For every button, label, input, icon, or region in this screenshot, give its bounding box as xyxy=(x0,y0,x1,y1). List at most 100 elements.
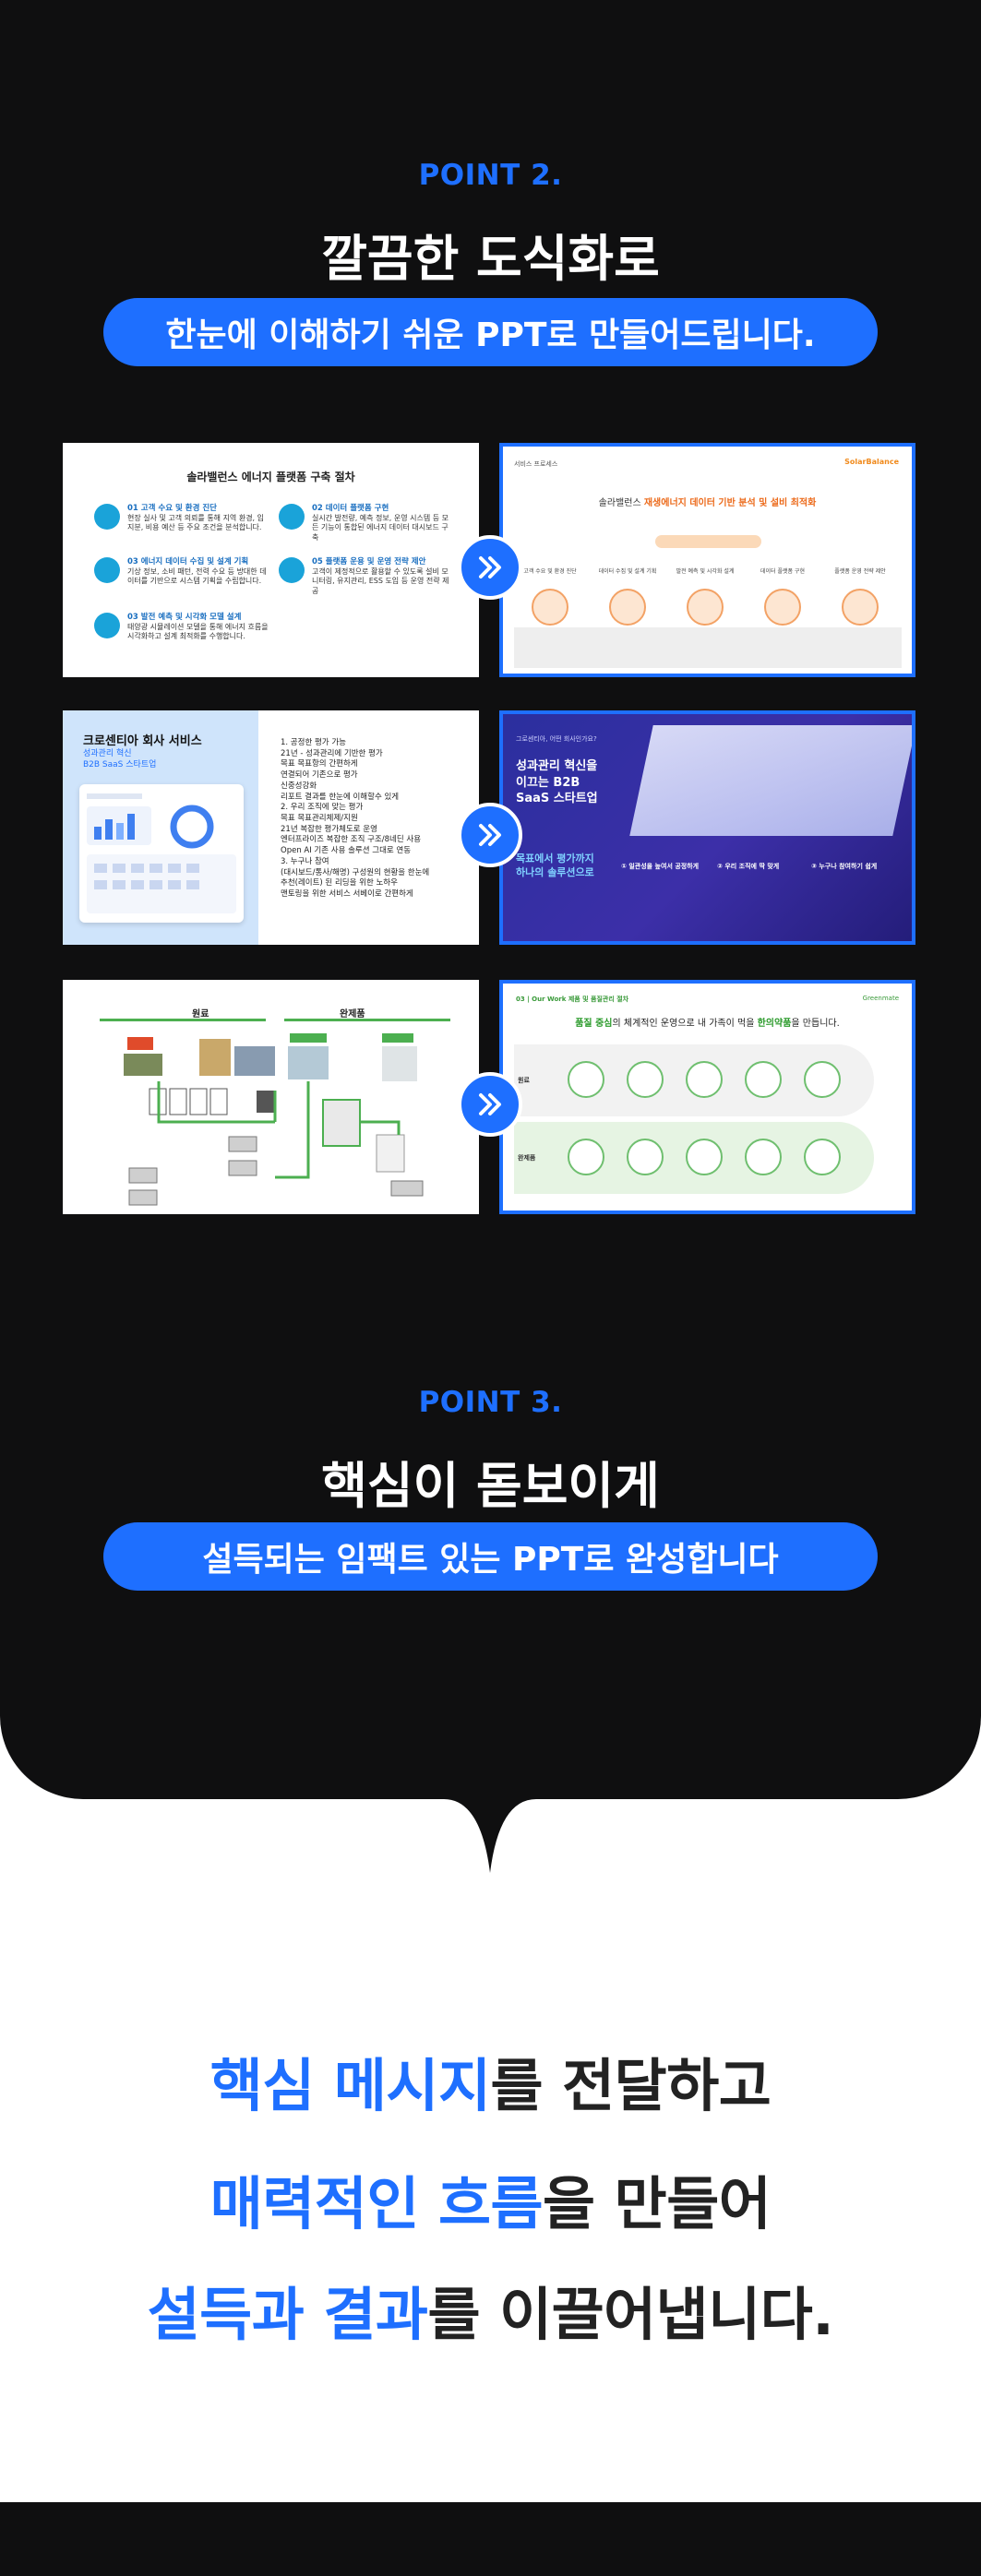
subtitle-line: 성과관리 혁신 xyxy=(83,749,132,758)
column-header: 완제품 xyxy=(340,1009,365,1020)
list-item: 21년 복잡한 평가체도로 운영 xyxy=(281,824,377,834)
header-line xyxy=(100,1019,266,1021)
list-item: 21년 - 성과관리에 기반한 평가 xyxy=(281,748,383,758)
column-icon xyxy=(687,589,724,626)
column-label: 발전 예측 및 시각화 설계 xyxy=(676,568,735,575)
band-label: 완제품 xyxy=(518,1154,536,1162)
step-icon xyxy=(804,1061,841,1098)
step-body: 기상 정보, 소비 패턴, 전력 수요 등 방대한 데이터를 기반으로 시스템 … xyxy=(127,567,267,586)
list-item: 연결되어 기존으로 평가 xyxy=(281,770,358,781)
closing-line-1: 핵심 메시지를 전달하고 xyxy=(0,2039,981,2122)
step-title: 03 에너지 데이터 수집 및 설계 기획 xyxy=(127,557,249,566)
step-body: 현장 실사 및 고객 의뢰를 통해 지역 환경, 입지분, 비용 예산 등 주요… xyxy=(127,514,265,532)
list-item: 3. 누구나 참여 xyxy=(281,856,329,866)
point3-label: POINT 3. xyxy=(418,1386,563,1419)
step-icon xyxy=(279,504,305,530)
double-chevron-right-icon xyxy=(458,803,522,867)
list-item: (대시보드/통사/해명) 구성원의 현황을 한눈에 xyxy=(281,867,430,877)
title-highlight: 한의약품 xyxy=(757,1019,792,1029)
step-icon xyxy=(804,1139,841,1175)
step-title: 01 고객 수요 및 환경 진단 xyxy=(127,504,218,513)
closing-highlight: 핵심 메시지 xyxy=(209,2052,491,2119)
feature-column: ③ 누구나 참여하기 쉽게 xyxy=(811,863,878,870)
step-title: 05 플랫폼 운용 및 운영 전략 제안 xyxy=(312,557,426,566)
step-body: 태양광 시뮬레이션 모델을 통해 에너지 흐름을 시각화하고 설계 최적화를 수… xyxy=(127,623,269,641)
subtitle-line: B2B SaaS 스타트업 xyxy=(83,759,157,769)
step-icon xyxy=(627,1139,664,1175)
header-line xyxy=(284,1019,450,1021)
list-item: 1. 공정한 평가 가능 xyxy=(281,738,346,747)
slide-after-3: 03 | Our Work 제품 및 품질관리 절차 Greenmate 품질 … xyxy=(499,980,915,1214)
process-column: 발전 예측 및 시각화 설계 xyxy=(671,563,739,664)
column-label: 데이터 플랫폼 구현 xyxy=(760,568,805,575)
column-icon xyxy=(609,589,646,626)
closing-highlight: 설득과 결과 xyxy=(147,2281,428,2348)
service-list: 1. 공정한 평가 가능 21년 - 성과관리에 기반한 평가 목표 목표항의 … xyxy=(281,738,429,900)
list-item: 리포트 결과를 한눈에 이해할수 있게 xyxy=(281,792,400,802)
column-label: 데이터 수집 및 설계 기획 xyxy=(598,568,657,575)
step-icon xyxy=(686,1061,723,1098)
slide-before-3: 원료 완제품 xyxy=(63,980,479,1214)
step-icon xyxy=(745,1139,782,1175)
column-label: 고객 수요 및 환경 진단 xyxy=(523,568,577,575)
step-icon xyxy=(94,504,120,530)
closing-line-3: 설득과 결과를 이끌어냅니다. xyxy=(0,2268,981,2351)
slide-title: 크로센티아 회사 서비스 xyxy=(83,734,202,748)
closing-text: 를 이끌어냅니다. xyxy=(427,2281,834,2348)
list-item: 신중성강화 xyxy=(281,781,317,791)
title-part: 을 만듭니다. xyxy=(791,1019,840,1029)
closing-highlight: 매력적인 흐름 xyxy=(209,2170,544,2237)
headline-line: 이끄는 B2B xyxy=(516,775,580,790)
flow-diagram xyxy=(124,1033,424,1206)
speech-notch xyxy=(444,1781,536,1873)
slide-after-2: 그로센티아, 어떤 회사인가요? 성과관리 혁신을 이끄는 B2B SaaS 스… xyxy=(499,710,915,945)
list-item: 엔터프라이즈 복잡한 조직 구조/8네딘 사용 xyxy=(281,835,422,845)
dashboard-mockup xyxy=(79,784,244,923)
column-icon xyxy=(532,589,568,626)
point2-label: POINT 2. xyxy=(418,159,563,192)
list-item: 목표 목표관리체제/지원 xyxy=(281,814,358,824)
title-highlight: 품질 중심 xyxy=(575,1019,613,1029)
footer-line: 목표에서 평가까지 xyxy=(516,853,594,865)
step-title: 03 발전 예측 및 시각화 모델 설계 xyxy=(127,613,242,622)
step-icon xyxy=(279,557,305,583)
column-icon xyxy=(764,589,801,626)
title-part: 의 체계적인 운영으로 내 가족이 먹을 xyxy=(612,1019,755,1029)
headline-line: SaaS 스타트업 xyxy=(516,792,598,806)
closing-line-2: 매력적인 흐름을 만들어 xyxy=(0,2157,981,2240)
closing-text: 을 만들어 xyxy=(543,2170,772,2237)
feature-column: ① 일관성을 높여서 공정하게 xyxy=(621,863,700,870)
double-chevron-right-icon xyxy=(458,535,522,600)
slide-headline: 성과관리 혁신을 이끄는 B2B SaaS 스타트업 xyxy=(516,758,598,807)
slide-after-1: 서비스 프로세스 SolarBalance 솔라밸런스 재생에너지 데이터 기반… xyxy=(499,443,915,677)
process-column: 고객 수요 및 환경 진단 xyxy=(516,563,584,664)
point2-pill: 한눈에 이해하기 쉬운 PPT로 만들어드립니다. xyxy=(103,298,878,366)
slide-footer: 목표에서 평가까지 하나의 솔루션으로 xyxy=(516,853,594,880)
step-icon xyxy=(568,1061,604,1098)
footer-line: 하나의 솔루션으로 xyxy=(516,865,594,878)
point3-headline: 핵심이 돋보이게 xyxy=(321,1457,660,1515)
step-body: 실시간 발전량, 예측 정보, 운영 시스템 등 모든 기능이 통합된 에너지 … xyxy=(312,514,449,542)
slide-eyebrow: 그로센티아, 어떤 회사인가요? xyxy=(516,735,597,743)
slide-title: 솔라밸런스 에너지 플랫폼 구축 절차 xyxy=(186,471,355,483)
step-icon xyxy=(627,1061,664,1098)
slide-logo: Greenmate xyxy=(862,995,899,1002)
process-column: 데이터 플랫폼 구현 xyxy=(748,563,817,664)
column-icon xyxy=(842,589,879,626)
band-label: 원료 xyxy=(518,1077,530,1084)
list-item: 2. 우리 조직에 맞는 평가 xyxy=(281,803,364,813)
step-icon xyxy=(94,557,120,583)
step-icon xyxy=(94,613,120,638)
bottom-bar xyxy=(0,2502,981,2576)
process-column: 플랫폼 운영 전략 제안 xyxy=(826,563,894,664)
slide-title: 솔라밸런스 재생에너지 데이터 기반 분석 및 설비 최적화 xyxy=(503,495,912,508)
